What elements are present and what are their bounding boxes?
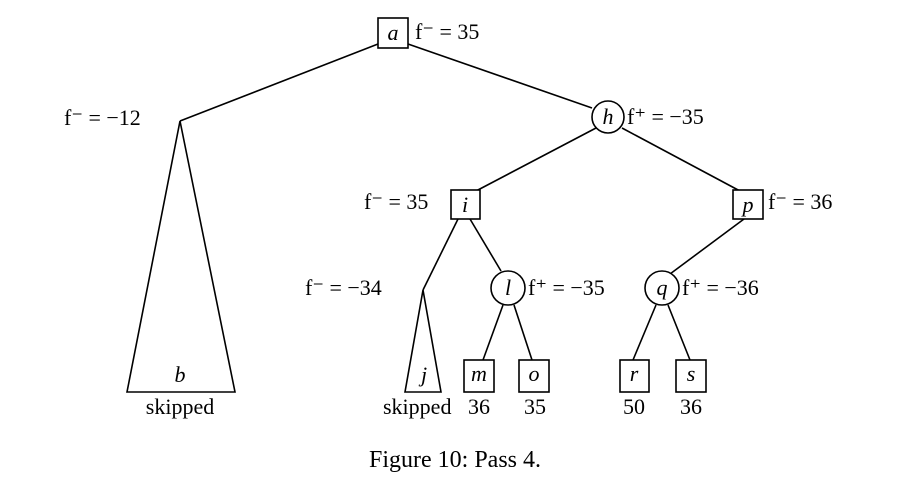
node-h-circle [591,100,625,134]
node-p-label: p [741,192,754,217]
leaf-m-box [463,359,495,393]
edge-i-l [469,218,502,272]
leaf-r-value: 50 [623,394,645,419]
edge-q-r [632,304,657,361]
node-a: a f⁻ = 35 [377,17,479,49]
node-l-label: l [505,275,511,300]
leaf-s: s 36 [675,359,707,419]
leaf-s-label: s [687,361,696,386]
node-p-box [732,189,764,220]
node-j-note: skipped [383,394,451,419]
leaf-s-box [675,359,707,393]
node-h-annotation: f⁺ = −35 [627,104,704,129]
skipped-subtree-j: j f⁻ = −34 skipped [305,275,451,419]
skipped-subtree-b: b f⁻ = −12 skipped [64,105,236,419]
edge-h-i [475,127,597,192]
figure-caption: Figure 10: Pass 4. [369,447,541,473]
node-l-annotation: f⁺ = −35 [528,275,605,300]
node-a-box [377,17,409,49]
edge-a-h [407,43,593,109]
leaf-r: r 50 [619,359,650,419]
node-l: l f⁺ = −35 [490,270,605,306]
leaf-o: o 35 [518,359,550,419]
node-p: p f⁻ = 36 [732,189,832,220]
leaf-o-label: o [529,361,540,386]
edge-h-p [621,127,741,192]
node-j-label: j [418,362,427,387]
node-j-annotation: f⁻ = −34 [305,275,382,300]
subtree-triangle-b [126,120,236,393]
edge-q-s [667,304,691,361]
node-b-annotation: f⁻ = −12 [64,105,141,130]
leaf-m: m 36 [463,359,495,419]
edge-p-q [669,218,745,275]
edge-a-b [179,43,379,122]
node-q: q f⁺ = −36 [644,270,759,306]
leaf-r-box [619,359,650,393]
leaf-r-label: r [630,361,639,386]
edge-l-o [513,304,533,361]
leaf-s-value: 36 [680,394,702,419]
node-i: i f⁻ = 35 [364,189,481,220]
leaf-o-value: 35 [524,394,546,419]
node-q-circle [644,270,680,306]
subtree-triangle-j [404,289,442,393]
edge-i-j [422,218,459,291]
node-i-annotation: f⁻ = 35 [364,189,428,214]
node-b-label: b [175,362,186,387]
node-l-circle [490,270,526,306]
node-i-label: i [462,192,468,217]
node-q-label: q [657,275,668,300]
node-a-annotation: f⁻ = 35 [415,19,479,44]
edge-l-m [482,304,504,361]
node-p-annotation: f⁻ = 36 [768,189,832,214]
leaf-m-label: m [471,361,487,386]
leaf-m-value: 36 [468,394,490,419]
node-q-annotation: f⁺ = −36 [682,275,759,300]
node-h-label: h [603,104,614,129]
node-i-box [450,189,481,220]
leaf-o-box [518,359,550,393]
tree-edges [179,43,745,361]
node-a-label: a [388,20,399,45]
node-h: h f⁺ = −35 [591,100,704,134]
node-b-note: skipped [146,394,214,419]
